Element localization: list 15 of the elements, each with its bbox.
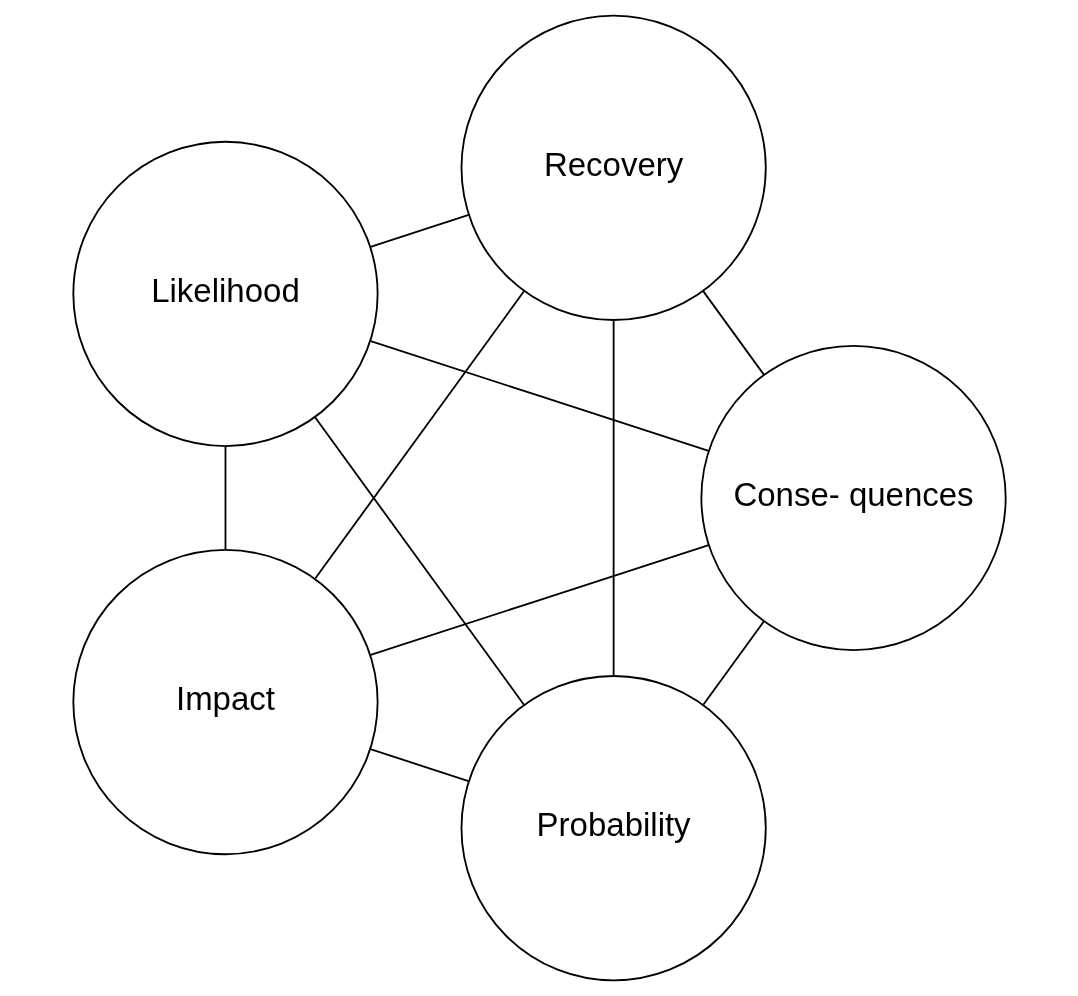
connector <box>313 290 525 580</box>
node-circle: Probability <box>460 675 767 982</box>
node-circle: Conse- quences <box>699 344 1007 652</box>
connector <box>701 620 765 706</box>
connector <box>224 445 226 551</box>
connector <box>369 544 710 656</box>
connector <box>368 748 469 782</box>
node-circle: Impact <box>71 549 379 856</box>
connector <box>612 319 615 677</box>
node-circle: Likelihood <box>71 140 379 447</box>
node-circle: Recovery <box>460 14 767 321</box>
connector <box>313 416 525 706</box>
connector <box>369 340 710 452</box>
connector <box>701 290 765 376</box>
connector <box>369 214 470 248</box>
